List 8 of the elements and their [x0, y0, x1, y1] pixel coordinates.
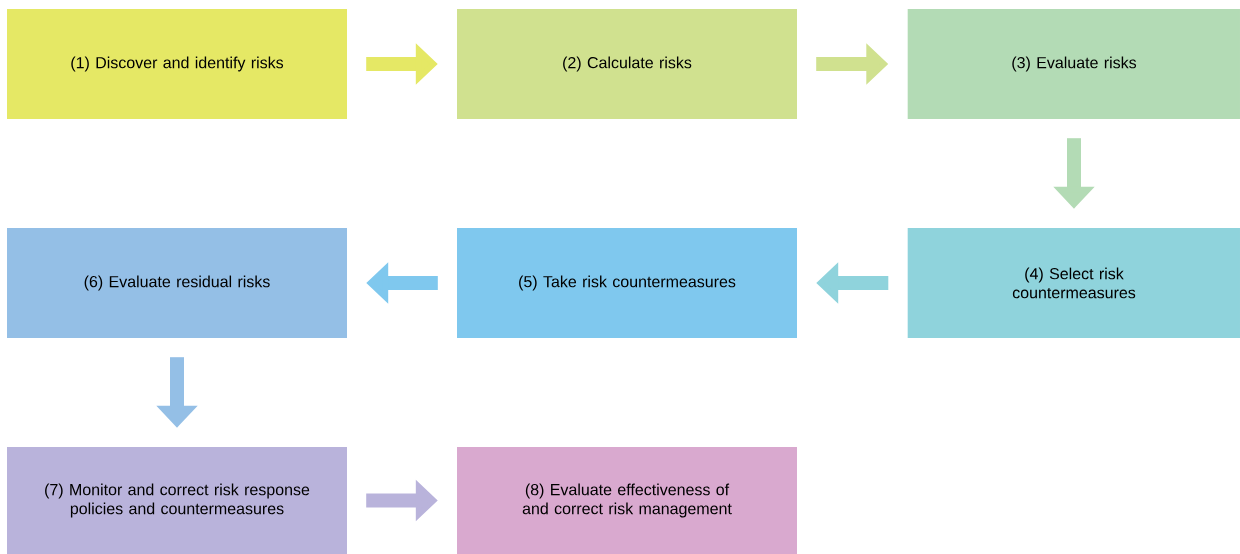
process-box: (1) Discover and identify risks [7, 9, 347, 119]
process-box: (8) Evaluate effectiveness of and correct risk management [457, 447, 797, 554]
process-box: (3) Evaluate risks [907, 9, 1240, 119]
process-box: (7) Monitor and correct risk response policies and countermeasures [7, 447, 347, 554]
process-box: (4) Select risk countermeasures [907, 228, 1240, 338]
process-box: (6) Evaluate residual risks [7, 228, 347, 338]
process-box: (2) Calculate risks [457, 9, 797, 119]
process-box: (5) Take risk countermeasures [457, 228, 797, 338]
